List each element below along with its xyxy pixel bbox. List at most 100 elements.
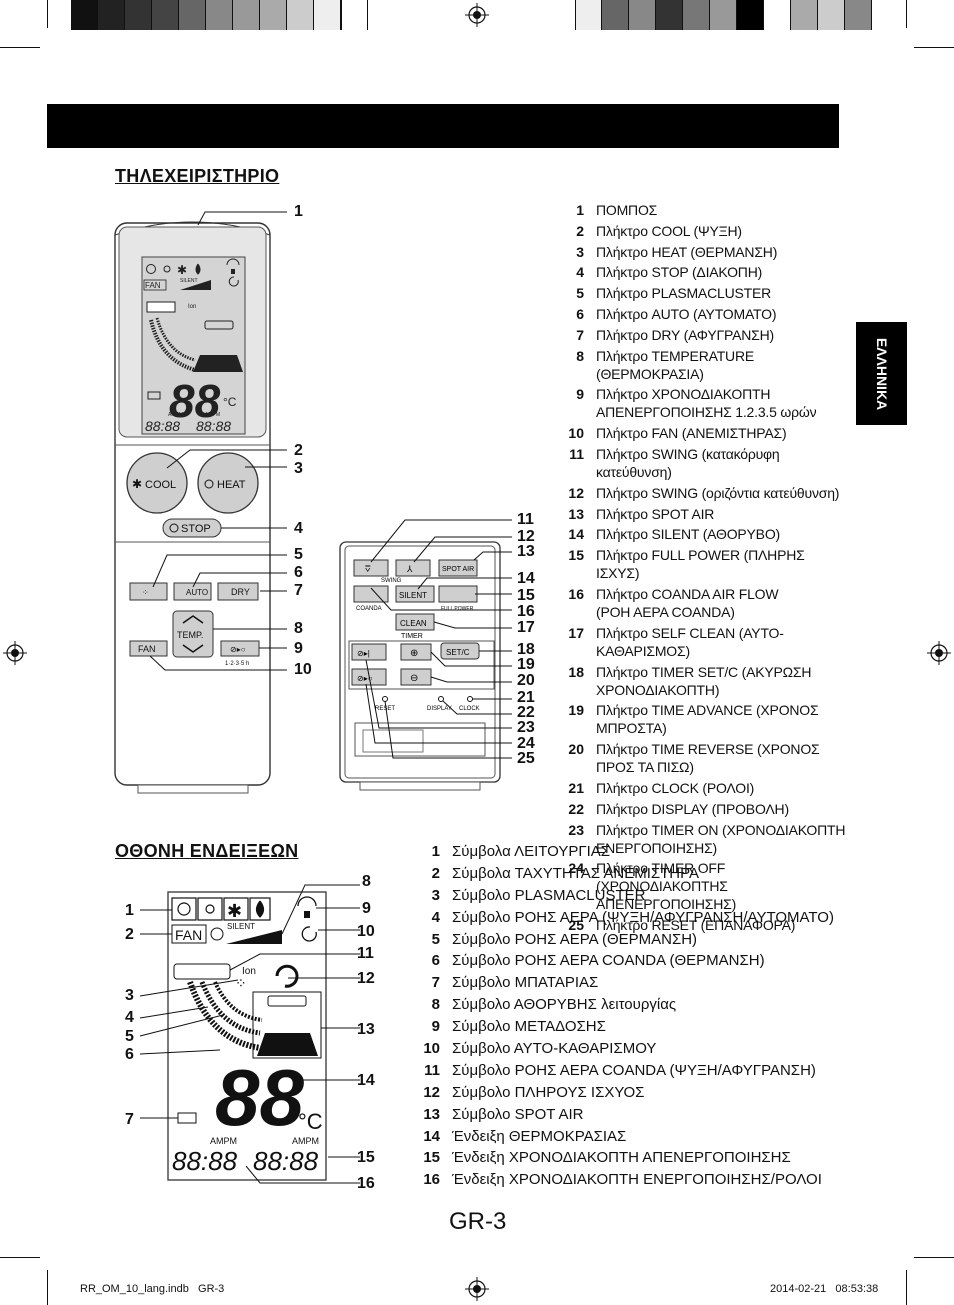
svg-text:⅄: ⅄ [406,564,413,574]
callout-4: 4 [294,520,303,537]
callout-13: 13 [517,543,535,560]
stop-button[interactable]: STOP [162,518,222,538]
registration-target-icon [927,641,951,665]
legend-number: 11 [424,1061,440,1079]
callout-21: 21 [517,689,535,706]
legend-number: 7 [576,326,584,343]
legend-number: 4 [431,908,440,926]
display-callout-2: 2 [125,926,134,943]
display-ampm-2: AMPM [292,1136,319,1146]
callout-10: 10 [294,661,312,678]
crop-mark [0,47,40,48]
swatch [602,0,629,30]
legend-label: Ένδειξη ΧΡΟΝΟΔΙΑΚΟΠΤΗ ΑΠΕΝΕΡΓΟΠΟΙΗΣΗΣ [452,1149,791,1167]
remote-front-diagram: ✱ FAN SILENT Ion 88 °C AMPM AMPM 88:88 8… [114,211,287,794]
legend-number: 9 [431,1018,440,1036]
legend-number: 10 [423,1040,440,1058]
display-callout-14: 14 [357,1072,375,1089]
clean-button-label: CLEAN [400,619,427,628]
swatch [791,0,818,30]
set-c-label: SET/C [446,648,470,657]
swatch [341,0,368,30]
legend-number: 8 [431,996,440,1014]
legend-item: 4 Σύμβολο ΡΟΗΣ ΑΕΡΑ (ΨΥΞΗ/ΑΦΥΓΡΑΝΣΗ/ΑΥΤΟΜ… [420,908,850,927]
clean-button[interactable]: CLEAN [395,613,435,631]
legend-label: Πλήκτρο COANDA AIR FLOW (ΡΟΗ ΑΕΡΑ COANDA… [596,585,779,620]
crop-mark [0,1257,40,1258]
lcd-mode-icons: ✱ [146,263,201,277]
off-timer-button[interactable]: ⊘▸○ [220,640,260,657]
legend-label: Σύμβολο ΜΠΑΤΑΡΙΑΣ [452,974,599,992]
legend-number: 3 [576,243,584,260]
legend-label: Πλήκτρο TIMER OFF (ΧΡΟΝΟΔΙΑΚΟΠΤΗΣ ΑΠΕΝΕΡ… [596,860,737,913]
legend-label: Σύμβολο ΡΟΗΣ ΑΕΡΑ (ΨΥΞΗ/ΑΦΥΓΡΑΝΣΗ/ΑΥΤΟΜΑ… [452,908,834,926]
cool-button-label: COOL [145,479,176,491]
language-tab: ΕΛΛΗΝΙΚΑ [856,322,907,425]
swatch [98,0,125,30]
display-button[interactable] [438,696,444,702]
time-reverse-button[interactable]: ⊖ [400,668,432,686]
svg-text:⁘: ⁘ [142,588,149,597]
swatch [710,0,737,30]
legend-label: Ένδειξη ΘΕΡΜΟΚΡΑΣΙΑΣ [452,1127,627,1145]
clock-label: CLOCK [459,706,480,712]
display-callout-4: 4 [125,1009,134,1026]
legend-number: 6 [576,305,584,322]
time-advance-button[interactable]: ⊕ [400,643,432,661]
legend-number: 5 [431,930,440,948]
swatch [575,0,602,30]
legend-label: Πλήκτρο DRY (ΑΦΥΓΡΑΝΣΗ) [596,326,774,343]
legend-number: 11 [569,445,584,462]
full-power-button[interactable] [438,585,478,603]
swatch [314,0,341,30]
temperature-button-label: TEMP. [177,630,203,640]
legend-label: Πλήκτρο RESET (ΕΠΑΝΑΦΟΡΑ) [596,917,796,934]
swing-horizontal-button[interactable]: ⅄ [395,559,431,577]
legend-number: 9 [576,386,584,403]
auto-button[interactable]: AUTO [173,582,212,601]
auto-button-label: AUTO [186,588,208,597]
legend-label: Πλήκτρο ΧΡΟΝΟΔΙΑΚΟΠΤΗ ΑΠΕΝΕΡΓΟΠΟΙΗΣΗΣ 1.… [596,386,817,421]
set-c-button[interactable]: SET/C [440,642,480,660]
legend-label: Πλήκτρο AUTO (ΑΥΤΟΜΑΤΟ) [596,305,777,322]
svg-text:⊘▸○: ⊘▸○ [357,674,373,683]
plasmacluster-button[interactable]: ⁘ [129,582,168,601]
swatch [818,0,845,30]
temperature-button[interactable]: TEMP. [172,610,214,658]
display-silent-label: SILENT [227,922,255,931]
heat-button[interactable]: HEAT [197,452,259,514]
legend-number: 1 [431,843,440,860]
legend-label: ΠΟΜΠΟΣ [596,202,658,218]
legend-item: 6 Πλήκτρο AUTO (ΑΥΤΟΜΑΤΟ) [560,305,850,323]
legend-number: 13 [568,505,584,522]
svg-text:⁘: ⁘ [235,975,247,991]
svg-text:⩢: ⩢ [365,564,371,574]
svg-text:⊖: ⊖ [410,673,418,684]
fan-button[interactable]: FAN [129,640,168,657]
callout-2: 2 [294,442,303,459]
spot-air-button[interactable]: SPOT AIR [438,559,478,577]
lcd-display-diagram: ✱ FAN SILENT Ion ⁘ 88 °C AMPM AMPM 88:88… [139,884,360,1184]
swatch [152,0,179,30]
dry-button[interactable]: DRY [217,582,259,601]
cool-button[interactable]: ✱ COOL [126,452,188,514]
legend-label: Πλήκτρο HEAT (ΘΕΡΜΑΝΣΗ) [596,243,778,260]
callout-6: 6 [294,564,303,581]
timer-on-button[interactable]: ⊘▸| [351,643,387,661]
swing-vertical-button[interactable]: ⩢ [353,559,389,577]
swatch [737,0,764,30]
full-power-label: FULL POWER [441,606,474,612]
legend-number: 5 [576,285,584,302]
display-callout-1: 1 [125,902,134,919]
legend-number: 15 [423,1149,440,1167]
silent-button[interactable]: SILENT [395,585,435,603]
callout-9: 9 [294,640,303,657]
